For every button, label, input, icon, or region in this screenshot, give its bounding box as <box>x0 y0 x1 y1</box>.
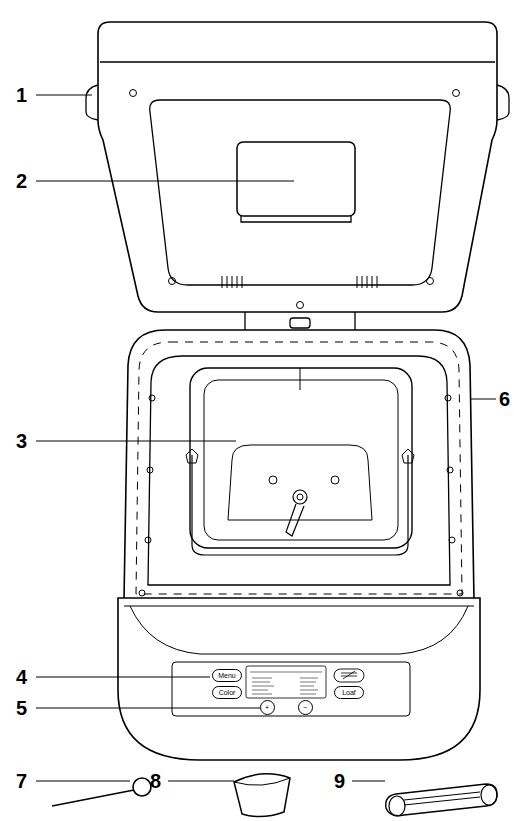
window-edge <box>241 216 351 222</box>
pan-hole <box>331 476 339 484</box>
lid-edge <box>100 61 495 62</box>
button-label: Color <box>219 689 236 696</box>
callout-number: 1 <box>16 85 27 105</box>
lid-inner-panel <box>150 100 451 285</box>
pan-handle-accessory <box>386 784 497 816</box>
pan-handle-accessory-slot <box>404 792 480 805</box>
leader-lines <box>36 95 496 781</box>
baking-chamber <box>148 356 450 585</box>
button-label: Loaf <box>342 689 356 696</box>
screws <box>139 395 463 596</box>
lid-outline <box>98 22 497 312</box>
pan-handle-clip <box>186 449 414 463</box>
panel-button: Menu <box>212 669 242 682</box>
kneader-shaft <box>293 490 307 504</box>
viewing-window <box>237 142 355 216</box>
pan-handle-accessory-end <box>389 796 405 816</box>
pan-handle-accessory-end <box>481 785 497 805</box>
measuring-spoon-bowl <box>133 778 151 796</box>
body-rim <box>136 342 462 594</box>
pan-base <box>228 445 372 520</box>
button-label: − <box>303 704 307 711</box>
callout-number: 3 <box>16 431 27 451</box>
start-stop-symbol <box>341 671 357 679</box>
callout-number: 4 <box>16 667 27 687</box>
bread-pan <box>190 368 412 548</box>
callout-number: 8 <box>150 771 161 791</box>
lid-handle <box>86 85 98 120</box>
pan-hole <box>269 476 277 484</box>
callout-number: 5 <box>16 698 27 718</box>
measuring-cup-rim <box>234 778 290 785</box>
panel-button: Loaf <box>334 686 364 699</box>
front-base <box>118 598 480 760</box>
button-label: + <box>265 704 269 711</box>
callout-number: 9 <box>334 771 345 791</box>
display <box>246 666 326 698</box>
round-button: + <box>260 700 275 715</box>
base-top-ledge <box>124 606 474 607</box>
base-bevel <box>130 606 468 654</box>
pan-seam <box>300 368 301 390</box>
measuring-spoon <box>52 790 134 806</box>
start-stop-button <box>334 669 364 682</box>
panel-button: Color <box>212 686 242 699</box>
callout-number: 6 <box>499 389 510 409</box>
measuring-cup <box>234 774 290 817</box>
kneader-shaft <box>297 494 303 500</box>
round-button: − <box>298 700 313 715</box>
button-label: Menu <box>218 672 236 679</box>
vent-slots <box>222 276 377 288</box>
lid-handle <box>497 85 509 120</box>
bread-pan-inner <box>204 380 398 540</box>
screws <box>130 90 460 309</box>
callout-number: 2 <box>16 171 27 191</box>
callout-number: 7 <box>16 771 27 791</box>
kneader <box>286 504 304 536</box>
hinge-block <box>290 318 310 328</box>
display-marks <box>250 672 322 694</box>
body-outline <box>124 330 474 600</box>
pan-handle <box>192 455 408 555</box>
